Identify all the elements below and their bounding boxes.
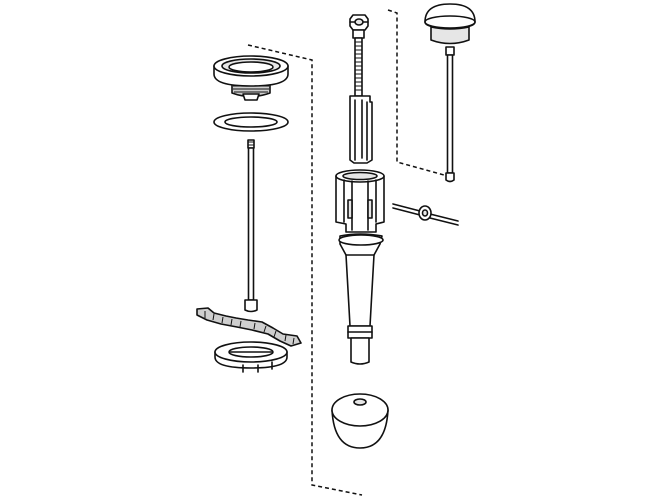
cross-pin — [392, 203, 459, 226]
top-nut — [349, 14, 369, 31]
lift-rod — [445, 46, 455, 183]
lock-ring — [214, 341, 288, 373]
dome-base — [331, 393, 389, 449]
tapered-body — [338, 233, 384, 365]
drain-rod — [244, 139, 258, 313]
drain-flange — [213, 55, 289, 101]
assembly-guide-lines — [247, 9, 445, 496]
threaded-stem — [349, 29, 373, 164]
cage-housing — [335, 169, 385, 233]
knob-cap — [424, 3, 476, 45]
basin-bottom-section — [196, 307, 302, 347]
flange-gasket — [213, 112, 289, 132]
